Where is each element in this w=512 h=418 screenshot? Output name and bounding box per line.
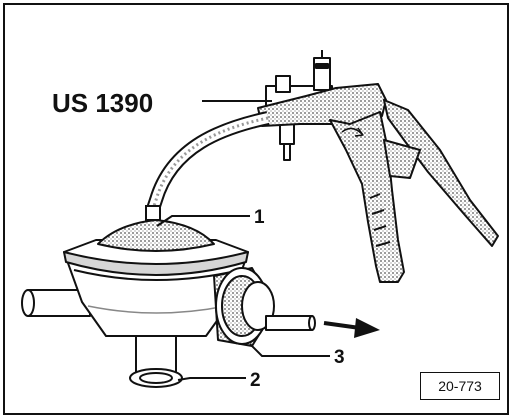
hand-vacuum-pump <box>257 50 499 283</box>
flow-direction-arrow <box>323 318 380 338</box>
valve-assembly <box>21 219 316 388</box>
vacuum-hose <box>145 111 270 221</box>
tool-label: US 1390 <box>52 88 153 118</box>
part-3-label: 3 <box>334 347 345 368</box>
reference-code-box: 20-773 <box>420 372 500 400</box>
leader-lines <box>156 100 330 381</box>
part-1-label: 1 <box>254 207 265 228</box>
diagram-frame <box>3 3 509 415</box>
part-2-label: 2 <box>250 370 261 391</box>
